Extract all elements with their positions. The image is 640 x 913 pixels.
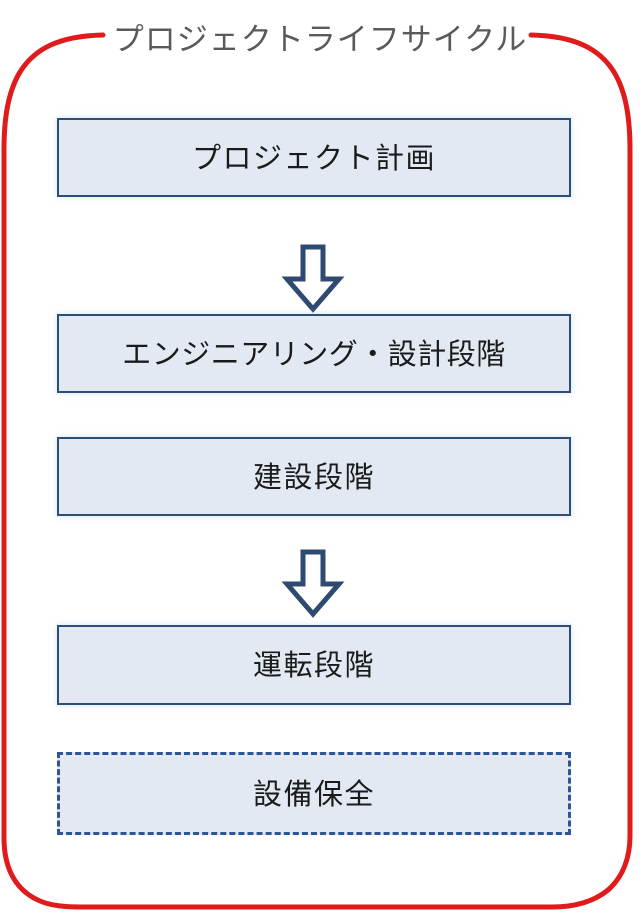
phase-label-facility-maintenance: 設備保全 (252, 776, 375, 811)
phase-label-construction-phase: 建設段階 (252, 459, 375, 494)
phase-label-engineering-design-phase: エンジニアリング・設計段階 (122, 336, 506, 371)
phase-label-operation-phase: 運転段階 (252, 648, 375, 682)
diagram-title: プロジェクトライフサイクル (112, 22, 528, 58)
phase-box-facility-maintenance[interactable]: 設備保全 (57, 752, 571, 835)
phase-label-project-planning: プロジェクト計画 (191, 140, 436, 175)
phase-box-operation-phase[interactable]: 運転段階 (57, 625, 571, 705)
arrow-down-icon-1 (281, 243, 345, 313)
phase-box-engineering-design-phase[interactable]: エンジニアリング・設計段階 (57, 314, 571, 393)
arrow-down-icon-2 (281, 548, 345, 618)
phase-box-project-planning[interactable]: プロジェクト計画 (57, 118, 571, 197)
phase-box-construction-phase[interactable]: 建設段階 (57, 437, 571, 516)
